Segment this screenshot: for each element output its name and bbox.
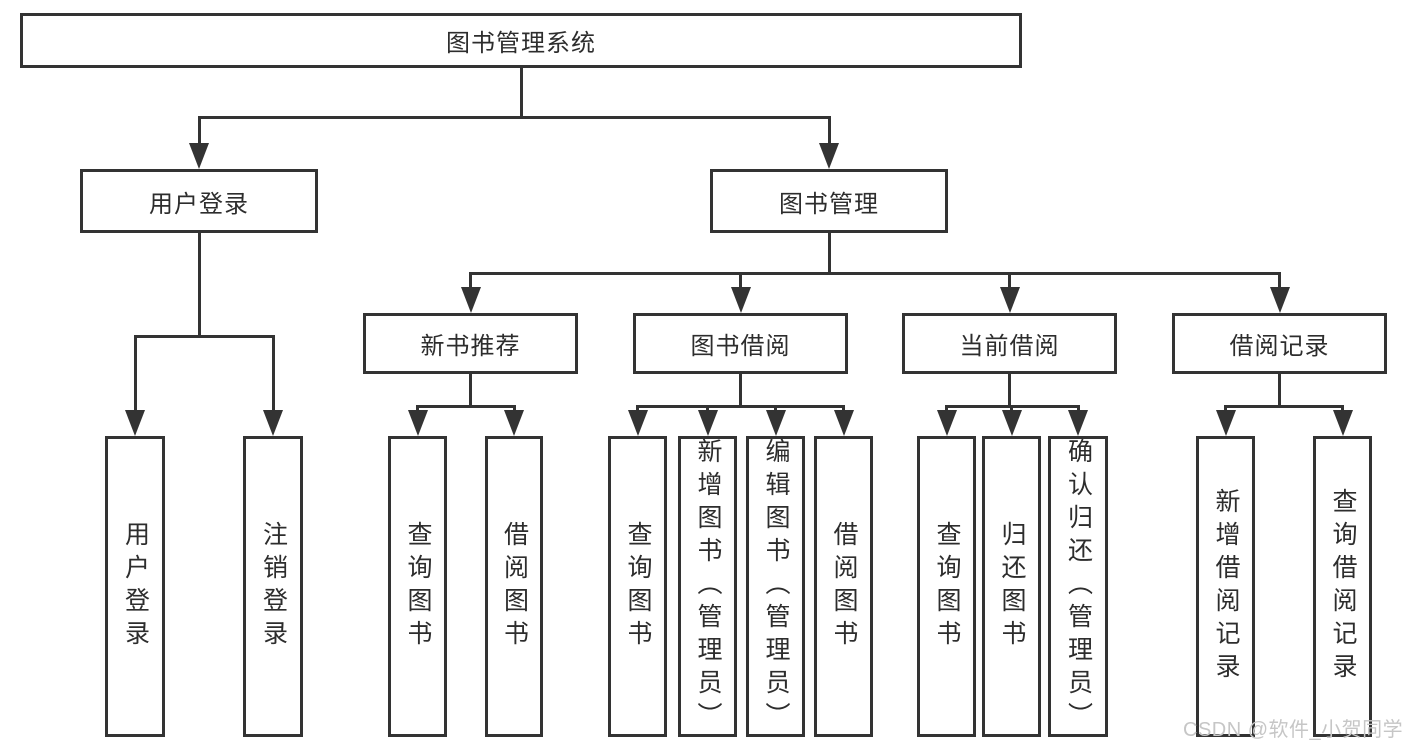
arrow-down-icon xyxy=(1332,410,1353,436)
diagram-node-login: 用户登录 xyxy=(80,169,318,233)
node-label: 新增借阅记录 xyxy=(1212,487,1240,686)
diagram-node-mgmt: 图书管理 xyxy=(710,169,948,233)
connector-horizontal-line xyxy=(197,115,831,119)
arrow-down-icon xyxy=(263,410,283,436)
arrow-down-icon xyxy=(936,410,957,436)
connector-vertical-line xyxy=(469,273,472,293)
diagram-node-rc_query: 查询借阅记录 xyxy=(1313,436,1372,737)
connector-vertical-line xyxy=(1008,374,1011,406)
diagram-node-bw_borrow: 借阅图书 xyxy=(814,436,873,737)
connector-vertical-line xyxy=(469,374,472,406)
diagram-node-bw_edit: 编辑图书（管理员） xyxy=(746,436,805,737)
diagram-node-cur_query: 查询图书 xyxy=(917,436,976,737)
connector-vertical-line xyxy=(197,233,201,336)
node-label: 归还图书 xyxy=(998,520,1026,653)
arrow-down-icon xyxy=(730,287,751,313)
connector-horizontal-line xyxy=(636,404,845,408)
diagram-node-records: 借阅记录 xyxy=(1172,313,1387,374)
diagram-node-borrow: 图书借阅 xyxy=(633,313,848,374)
arrow-down-icon xyxy=(1269,287,1290,313)
diagram-node-current: 当前借阅 xyxy=(902,313,1117,374)
diagram-node-bw_query: 查询图书 xyxy=(608,436,667,737)
arrow-down-icon xyxy=(125,410,145,436)
node-label: 用户登录 xyxy=(121,520,150,653)
arrow-down-icon xyxy=(1068,410,1088,436)
diagram-node-cur_confirm: 确认归还（管理员） xyxy=(1048,436,1108,737)
diagram-node-root: 图书管理系统 xyxy=(20,13,1022,68)
diagram-node-lv_logout: 注销登录 xyxy=(243,436,303,737)
arrow-down-icon xyxy=(999,287,1020,313)
connector-vertical-line xyxy=(133,336,137,416)
node-label: 查询图书 xyxy=(404,520,432,653)
arrow-down-icon xyxy=(189,143,209,169)
node-label: 编辑图书（管理员） xyxy=(762,438,790,735)
connector-vertical-line xyxy=(1278,273,1281,293)
diagram-node-rec_query: 查询图书 xyxy=(388,436,447,737)
arrow-down-icon xyxy=(819,143,839,169)
connector-horizontal-line xyxy=(1224,404,1344,408)
diagram-node-bw_add: 新增图书（管理员） xyxy=(678,436,737,737)
connector-horizontal-line xyxy=(469,271,1281,275)
node-label: 查询图书 xyxy=(933,520,961,653)
diagram-node-rec_borrow: 借阅图书 xyxy=(485,436,543,737)
arrow-down-icon xyxy=(407,410,428,436)
node-label: 图书管理 xyxy=(779,190,879,218)
arrow-down-icon xyxy=(627,410,648,436)
connector-vertical-line xyxy=(197,117,201,149)
node-label: 借阅记录 xyxy=(1229,333,1330,360)
node-label: 查询图书 xyxy=(624,520,652,653)
arrow-down-icon xyxy=(460,287,481,313)
arrow-down-icon xyxy=(765,410,786,436)
arrow-down-icon xyxy=(697,410,718,436)
connector-vertical-line xyxy=(827,233,831,273)
node-label: 确认归还（管理员） xyxy=(1064,438,1093,735)
csdn-watermark: CSDN @软件_小贺同学 xyxy=(1183,719,1404,741)
node-label: 用户登录 xyxy=(149,190,249,218)
arrow-down-icon xyxy=(1001,410,1022,436)
connector-horizontal-line xyxy=(133,334,275,338)
connector-vertical-line xyxy=(271,336,275,416)
node-label: 图书管理系统 xyxy=(446,30,596,57)
node-label: 注销登录 xyxy=(259,520,288,653)
node-label: 查询借阅记录 xyxy=(1329,487,1357,686)
connector-vertical-line xyxy=(519,68,523,117)
arrow-down-icon xyxy=(833,410,854,436)
node-label: 借阅图书 xyxy=(830,520,858,653)
node-label: 借阅图书 xyxy=(500,520,529,653)
connector-vertical-line xyxy=(1008,273,1011,293)
diagram-node-rc_add: 新增借阅记录 xyxy=(1196,436,1255,737)
node-label: 当前借阅 xyxy=(959,333,1060,360)
diagram-node-cur_return: 归还图书 xyxy=(982,436,1041,737)
connector-vertical-line xyxy=(739,273,742,293)
connector-vertical-line xyxy=(1278,374,1281,406)
node-label: 图书借阅 xyxy=(690,333,791,360)
node-label: 新增图书（管理员） xyxy=(694,438,722,735)
diagram-node-lv_login: 用户登录 xyxy=(105,436,165,737)
connector-vertical-line xyxy=(739,374,742,406)
arrow-down-icon xyxy=(1215,410,1236,436)
connector-vertical-line xyxy=(827,117,831,149)
connector-horizontal-line xyxy=(416,404,516,408)
diagram-node-rec: 新书推荐 xyxy=(363,313,578,374)
node-label: 新书推荐 xyxy=(420,333,521,360)
arrow-down-icon xyxy=(504,410,524,436)
